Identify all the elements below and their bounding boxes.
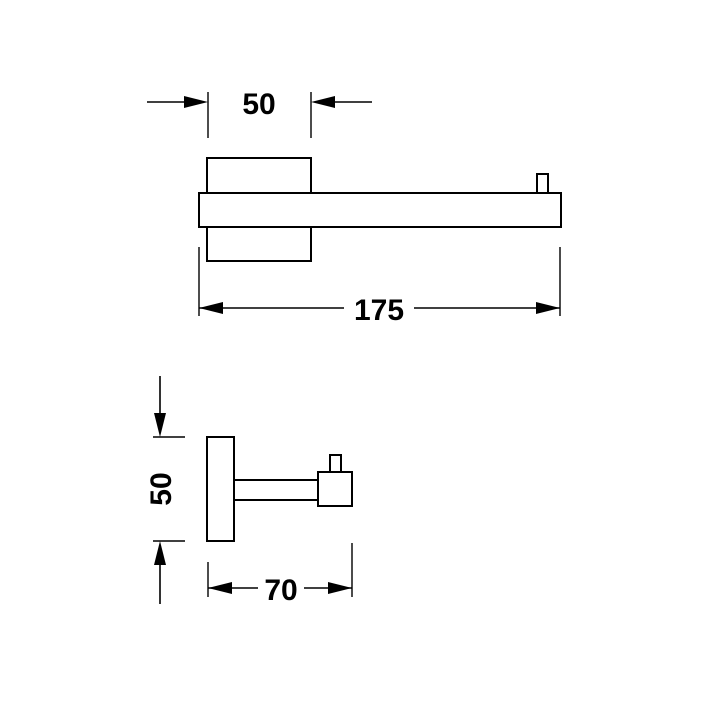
arrowhead bbox=[208, 582, 232, 594]
top-view: 50 175 bbox=[147, 88, 562, 327]
top-width-label: 50 bbox=[242, 88, 275, 121]
arrowhead bbox=[536, 302, 560, 314]
side-view-end-cap bbox=[317, 471, 353, 507]
top-width-dimension: 50 bbox=[147, 88, 372, 138]
side-view-end-stop bbox=[329, 454, 342, 473]
top-length-dimension: 175 bbox=[198, 247, 561, 327]
side-height-dimension: 50 bbox=[145, 376, 185, 604]
side-depth-label: 70 bbox=[264, 574, 297, 607]
label-background bbox=[258, 570, 304, 606]
top-view-end-stop bbox=[536, 173, 549, 194]
arrowhead bbox=[154, 413, 166, 437]
arrowhead bbox=[154, 541, 166, 565]
side-depth-dimension: 70 bbox=[207, 543, 353, 607]
arrowhead bbox=[199, 302, 223, 314]
side-height-label: 50 bbox=[145, 472, 178, 505]
arrowhead bbox=[311, 96, 335, 108]
label-background bbox=[344, 290, 414, 326]
arrowhead bbox=[184, 96, 208, 108]
top-view-arm bbox=[198, 192, 562, 228]
side-view-wall-plate bbox=[206, 436, 235, 542]
top-length-label: 175 bbox=[354, 294, 404, 327]
arrowhead bbox=[328, 582, 352, 594]
side-view-rod bbox=[233, 479, 319, 501]
side-view: 50 70 bbox=[145, 376, 353, 607]
